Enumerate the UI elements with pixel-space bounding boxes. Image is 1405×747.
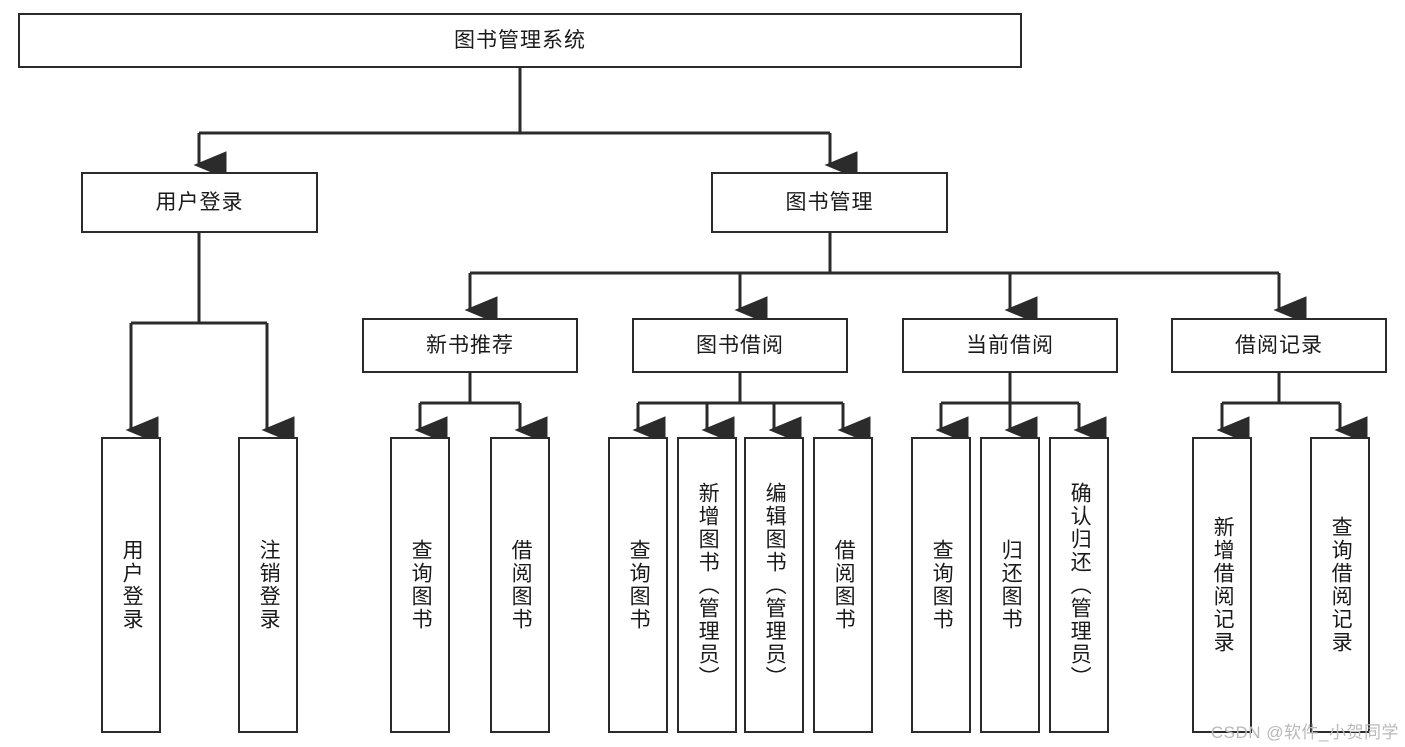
leaf-borrow-record-add-record[interactable]: 新增借阅记录 [1192, 437, 1252, 733]
node-book-management[interactable]: 图书管理 [711, 172, 948, 233]
leaf-book-borrow-borrow-book[interactable]: 借阅图书 [813, 437, 873, 733]
node-label: 图书管理系统 [454, 28, 586, 52]
leaf-current-borrow-query-book[interactable]: 查询图书 [911, 437, 971, 733]
node-label: 确认归还（管理员） [1068, 481, 1092, 689]
node-label: 归还图书 [999, 539, 1023, 631]
csdn-watermark: CSDN @软件_小贺同学 [1210, 723, 1399, 742]
node-borrow-record[interactable]: 借阅记录 [1171, 318, 1387, 373]
node-label: 新增图书（管理员） [696, 481, 720, 689]
node-label: 新增借阅记录 [1211, 516, 1235, 654]
node-user-login[interactable]: 用户登录 [81, 172, 318, 233]
leaf-borrow-record-query-record[interactable]: 查询借阅记录 [1310, 437, 1370, 733]
node-label: 注销登录 [257, 539, 281, 631]
node-label: 用户登录 [120, 539, 144, 631]
node-root-book-management-system[interactable]: 图书管理系统 [18, 13, 1022, 68]
node-label: 查询图书 [409, 539, 433, 631]
node-label: 借阅记录 [1235, 333, 1323, 357]
node-label: 当前借阅 [966, 333, 1054, 357]
leaf-book-borrow-edit-book-admin[interactable]: 编辑图书（管理员） [744, 437, 804, 733]
node-label: 图书借阅 [696, 333, 784, 357]
leaf-book-borrow-add-book-admin[interactable]: 新增图书（管理员） [677, 437, 737, 733]
leaf-new-book-query-book[interactable]: 查询图书 [390, 437, 450, 733]
leaf-user-login-login[interactable]: 用户登录 [101, 437, 161, 733]
node-label: 借阅图书 [832, 539, 856, 631]
node-label: 用户登录 [155, 190, 244, 214]
node-label: 新书推荐 [426, 333, 514, 357]
node-label: 编辑图书（管理员） [763, 481, 787, 689]
node-label: 查询图书 [627, 539, 651, 631]
node-current-borrow[interactable]: 当前借阅 [902, 318, 1118, 373]
node-label: 图书管理 [785, 190, 874, 214]
leaf-user-login-logout[interactable]: 注销登录 [238, 437, 298, 733]
node-label: 借阅图书 [509, 539, 533, 631]
node-label: 查询借阅记录 [1329, 516, 1353, 654]
leaf-current-borrow-return-book[interactable]: 归还图书 [980, 437, 1040, 733]
leaf-current-borrow-confirm-return-admin[interactable]: 确认归还（管理员） [1049, 437, 1109, 733]
leaf-new-book-borrow-book[interactable]: 借阅图书 [490, 437, 550, 733]
node-new-book-recommend[interactable]: 新书推荐 [362, 318, 578, 373]
leaf-book-borrow-query-book[interactable]: 查询图书 [608, 437, 668, 733]
node-label: 查询图书 [930, 539, 954, 631]
node-book-borrow[interactable]: 图书借阅 [632, 318, 848, 373]
